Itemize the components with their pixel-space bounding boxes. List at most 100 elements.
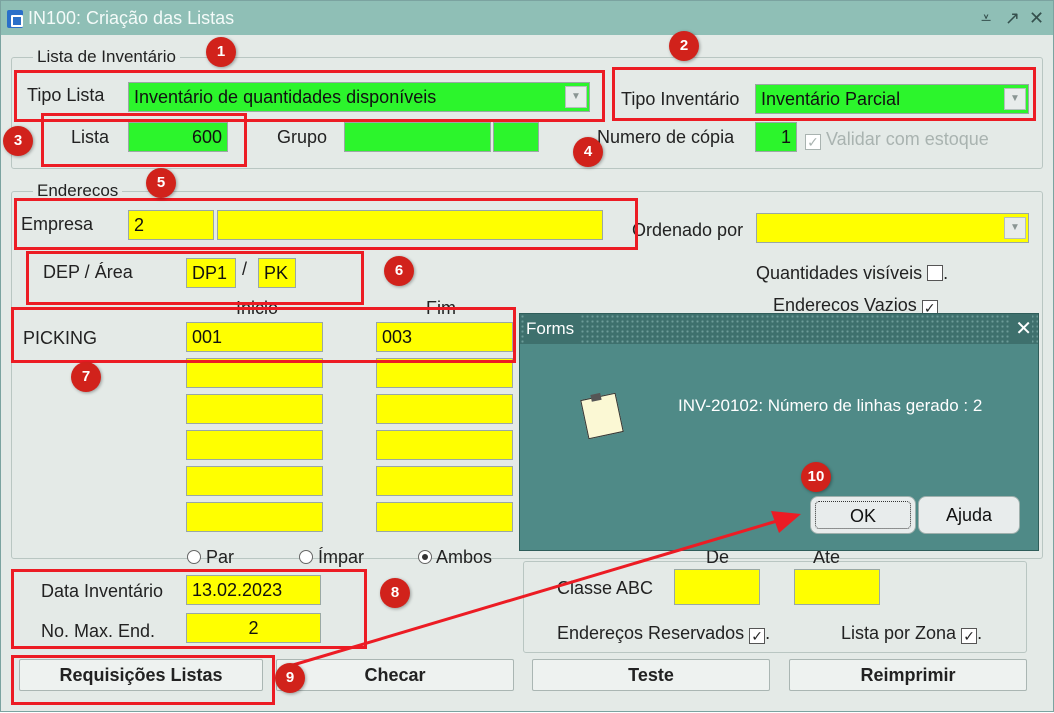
chevron-down-icon[interactable]: ▼	[565, 86, 587, 108]
annotation-box-6	[26, 251, 364, 305]
inicio-field[interactable]	[186, 466, 323, 496]
validar-checkbox[interactable]: ✓	[805, 134, 821, 150]
app-icon	[7, 10, 23, 28]
fim-field[interactable]	[376, 502, 513, 532]
annotation-box-9	[11, 655, 275, 705]
classe-abc-label: Classe ABC	[557, 578, 654, 598]
reservados-label: Endereços Reservados	[557, 623, 745, 643]
classe-de-field[interactable]	[674, 569, 760, 605]
lista-zona-label: Lista por Zona	[841, 623, 957, 643]
enderecos-vazios-row[interactable]: Enderecos Vazios ✓	[773, 295, 938, 316]
lista-zona-dot: .	[977, 623, 983, 643]
fim-field[interactable]	[376, 430, 513, 460]
grupo-field[interactable]	[344, 122, 491, 152]
requisicoes-listas-button[interactable]: Requisições Listas	[19, 659, 263, 691]
fim-field[interactable]	[376, 358, 513, 388]
close-icon[interactable]: ✕	[1029, 8, 1045, 28]
dep-area-slash: /	[242, 259, 248, 279]
radio-impar[interactable]	[299, 550, 313, 564]
annotation-badge-5: 5	[146, 168, 176, 198]
tipo-inventario-label: Tipo Inventário	[621, 89, 740, 109]
radio-par-label: Par	[206, 547, 235, 567]
dep-field[interactable]: DP1	[186, 258, 236, 288]
classe-ate-field[interactable]	[794, 569, 880, 605]
enderecos-title: Enderecos	[33, 181, 123, 201]
empresa-code-field[interactable]: 2	[128, 210, 214, 240]
inicio-field[interactable]	[186, 502, 323, 532]
annotation-badge-3: 3	[3, 126, 33, 156]
numero-copia-field[interactable]: 1	[755, 122, 797, 152]
title-bar: IN100: Criação das Listas ⩡ ↗ ✕	[1, 1, 1053, 35]
radio-ambos[interactable]	[418, 550, 432, 564]
chevron-down-icon[interactable]: ▼	[1004, 88, 1026, 110]
ok-button[interactable]: OK	[810, 496, 916, 534]
window-title: IN100: Criação das Listas	[28, 8, 235, 28]
annotation-badge-9: 9	[275, 663, 305, 693]
grupo-field-2[interactable]	[493, 122, 539, 152]
max-end-label: No. Max. End.	[41, 621, 156, 641]
forms-dialog-title: Forms	[526, 314, 581, 344]
chevron-down-icon[interactable]: ▼	[1004, 217, 1026, 239]
forms-dialog-titlebar: Forms ✕	[520, 314, 1038, 344]
inicio-field[interactable]: 001	[186, 322, 323, 352]
ordenado-select[interactable]: ▼	[756, 213, 1029, 243]
lista-field[interactable]: 600	[128, 122, 228, 152]
validar-checkbox-row[interactable]: ✓ Validar com estoque	[805, 129, 989, 150]
inicio-field[interactable]	[186, 430, 323, 460]
reservados-checkbox[interactable]: ✓	[749, 628, 766, 644]
grupo-label: Grupo	[277, 127, 328, 147]
forms-dialog: Forms ✕ INV-20102: Número de linhas gera…	[519, 313, 1039, 551]
inicio-field[interactable]	[186, 394, 323, 424]
quantidades-visiveis-row[interactable]: Quantidades visíveis .	[756, 263, 948, 284]
close-icon[interactable]: ✕	[1011, 314, 1032, 344]
radio-impar-row[interactable]: Ímpar	[299, 547, 364, 568]
annotation-badge-1: 1	[206, 37, 236, 67]
forms-dialog-message: INV-20102: Número de linhas gerado : 2	[678, 396, 983, 415]
fim-field[interactable]	[376, 394, 513, 424]
annotation-box-5	[14, 198, 638, 250]
tipo-inventario-select[interactable]: Inventário Parcial ▼	[755, 84, 1029, 114]
reservados-row[interactable]: Endereços Reservados ✓.	[557, 623, 770, 644]
ok-button-label: OK	[815, 501, 911, 529]
restore-icon[interactable]: ↗	[1005, 8, 1021, 28]
tipo-lista-select[interactable]: Inventário de quantidades disponíveis ▼	[128, 82, 590, 112]
inicio-field[interactable]	[186, 358, 323, 388]
annotation-badge-4: 4	[573, 137, 603, 167]
lista-label: Lista	[71, 127, 110, 147]
enderecos-vazios-label: Enderecos Vazios	[773, 295, 917, 315]
annotation-badge-10: 10	[801, 462, 831, 492]
lista-zona-row[interactable]: Lista por Zona ✓.	[841, 623, 982, 644]
note-icon	[580, 392, 624, 440]
checar-button[interactable]: Checar	[276, 659, 514, 691]
tipo-lista-value: Inventário de quantidades disponíveis	[134, 87, 437, 107]
reimprimir-button[interactable]: Reimprimir	[789, 659, 1027, 691]
quantidades-visiveis-label: Quantidades visíveis	[756, 263, 923, 283]
dep-area-label: DEP / Área	[43, 262, 133, 282]
radio-ambos-row[interactable]: Ambos	[418, 547, 492, 568]
teste-button[interactable]: Teste	[532, 659, 770, 691]
tipo-lista-label: Tipo Lista	[27, 85, 105, 105]
radio-par-row[interactable]: Par	[187, 547, 234, 568]
annotation-box-3	[41, 113, 247, 167]
lista-zona-checkbox[interactable]: ✓	[961, 628, 978, 644]
fim-field[interactable]: 003	[376, 322, 513, 352]
lista-inventario-group	[11, 57, 1043, 169]
fim-field[interactable]	[376, 466, 513, 496]
picking-label: PICKING	[23, 328, 98, 348]
tipo-inventario-value: Inventário Parcial	[761, 89, 901, 109]
ate-header: Ate	[813, 547, 841, 567]
ajuda-button[interactable]: Ajuda	[918, 496, 1020, 534]
minimize-icon[interactable]: ⩡	[981, 8, 992, 28]
quantidades-dot: .	[943, 263, 949, 283]
radio-par[interactable]	[187, 550, 201, 564]
numero-copia-label: Numero de cópia	[597, 127, 735, 147]
annotation-badge-2: 2	[669, 31, 699, 61]
quantidades-visiveis-checkbox[interactable]	[927, 265, 944, 281]
area-field[interactable]: PK	[258, 258, 296, 288]
annotation-badge-6: 6	[384, 256, 414, 286]
data-inventario-label: Data Inventário	[41, 581, 164, 601]
ordenado-label: Ordenado por	[632, 220, 744, 240]
empresa-name-field[interactable]	[217, 210, 603, 240]
lista-inventario-title: Lista de Inventário	[33, 47, 180, 67]
